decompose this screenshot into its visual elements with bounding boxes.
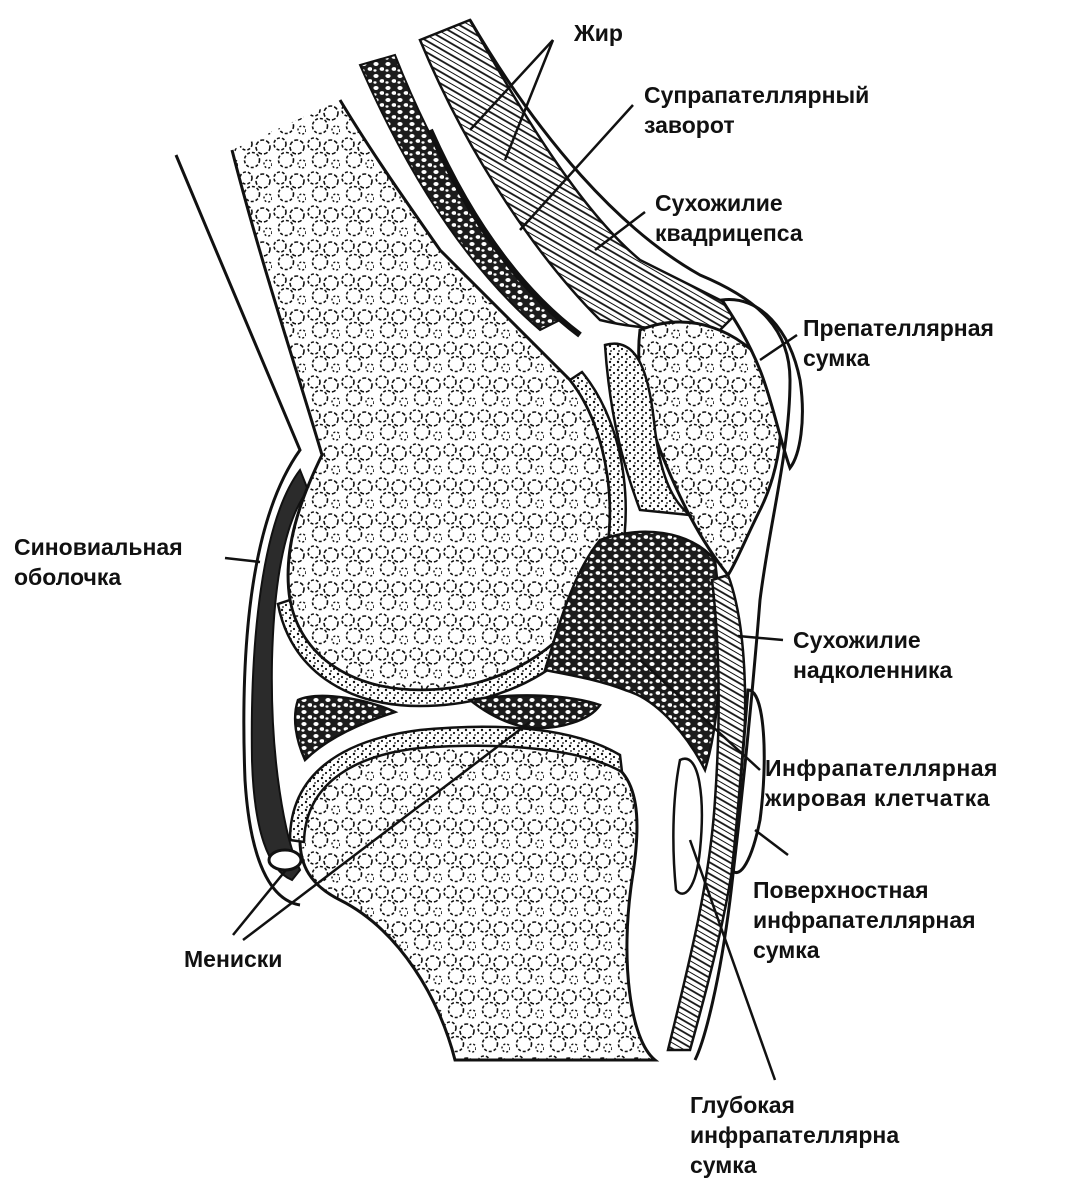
leader-fat-1: [469, 39, 554, 131]
tibia: [298, 740, 660, 1062]
posterior-meniscus: [293, 694, 399, 763]
label-suprapatellar-recess-line-2: заворот: [644, 112, 735, 138]
label-synovial-membrane-line-1: Синовиальная: [14, 534, 183, 560]
label-prepatellar-bursa: Препателлярная сумка: [803, 313, 994, 373]
label-deep-bursa-line-1: Глубокая: [690, 1092, 795, 1118]
label-quadriceps-tendon: Сухожилие квадрицепса: [655, 188, 803, 248]
label-patellar-tendon-line-1: Сухожилие: [793, 627, 921, 653]
leader-infrapatellar-fat-pad: [639, 659, 761, 771]
leader-lines: [224, 39, 798, 1081]
leader-quadriceps-tendon: [594, 211, 646, 251]
leader-patellar-tendon: [737, 634, 784, 642]
label-prepatellar-bursa-line-1: Препателлярная: [803, 315, 994, 341]
label-deep-infrapatellar-bursa: Глубокая инфрапателлярна сумка: [690, 1090, 899, 1180]
label-menisci: Мениски: [184, 944, 282, 974]
label-infrapatellar-fat-pad: Инфрапателлярная жировая клетчатка: [765, 753, 998, 813]
label-superficial-infrapatellar-bursa: Поверхностная инфрапателлярная сумка: [753, 875, 976, 965]
label-synovial-membrane: Синовиальная оболочка: [14, 532, 183, 592]
label-deep-bursa-line-3: сумка: [690, 1152, 757, 1178]
anterior-skin-outline: [468, 19, 792, 1061]
leader-fat-2: [503, 39, 555, 161]
leader-suprapatellar-recess: [519, 104, 634, 231]
leader-synovial-membrane: [224, 556, 261, 564]
label-patellar-tendon: Сухожилие надколенника: [793, 625, 952, 685]
leader-menisci-1: [232, 869, 287, 936]
femoral-cartilage: [276, 370, 627, 708]
label-quadriceps-tendon-line-2: квадрицепса: [655, 220, 803, 246]
label-suprapatellar-recess-line-1: Супрапателлярный: [644, 82, 870, 108]
label-fat: Жир: [574, 18, 623, 48]
leader-deep-bursa: [688, 839, 777, 1081]
superficial-infrapatellar-bursa: [730, 688, 766, 874]
leader-menisci-2: [242, 721, 531, 941]
posterior-skin-outline: [174, 154, 302, 907]
label-quadriceps-tendon-line-1: Сухожилие: [655, 190, 783, 216]
anterior-meniscus: [467, 694, 602, 730]
infrapatellar-fat-pad: [543, 530, 722, 774]
posterior-capsule: [250, 467, 310, 882]
label-superficial-bursa-line-3: сумка: [753, 937, 820, 963]
patellar-cartilage: [603, 342, 695, 517]
tibial-cartilage: [288, 725, 624, 844]
meniscus-section: [267, 848, 303, 872]
label-synovial-membrane-line-2: оболочка: [14, 564, 122, 590]
suprapatellar-recess-line: [427, 128, 582, 338]
leader-prepatellar-bursa: [759, 333, 798, 362]
leader-superficial-bursa: [754, 829, 789, 856]
label-menisci-line-1: Мениски: [184, 946, 283, 972]
label-fat-line-1: Жир: [574, 20, 623, 46]
label-prepatellar-bursa-line-2: сумка: [803, 345, 870, 371]
deep-infrapatellar-bursa: [672, 757, 704, 895]
label-infrapatellar-fat-pad-line-1: Инфрапателлярная: [765, 755, 998, 781]
label-suprapatellar-recess: Супрапателлярный заворот: [644, 80, 869, 140]
label-deep-bursa-line-2: инфрапателлярна: [690, 1122, 900, 1148]
label-superficial-bursa-line-2: инфрапателлярная: [753, 907, 976, 933]
label-patellar-tendon-line-2: надколенника: [793, 657, 953, 683]
label-superficial-bursa-line-1: Поверхностная: [753, 877, 929, 903]
label-infrapatellar-fat-pad-line-2: жировая клетчатка: [765, 785, 991, 811]
